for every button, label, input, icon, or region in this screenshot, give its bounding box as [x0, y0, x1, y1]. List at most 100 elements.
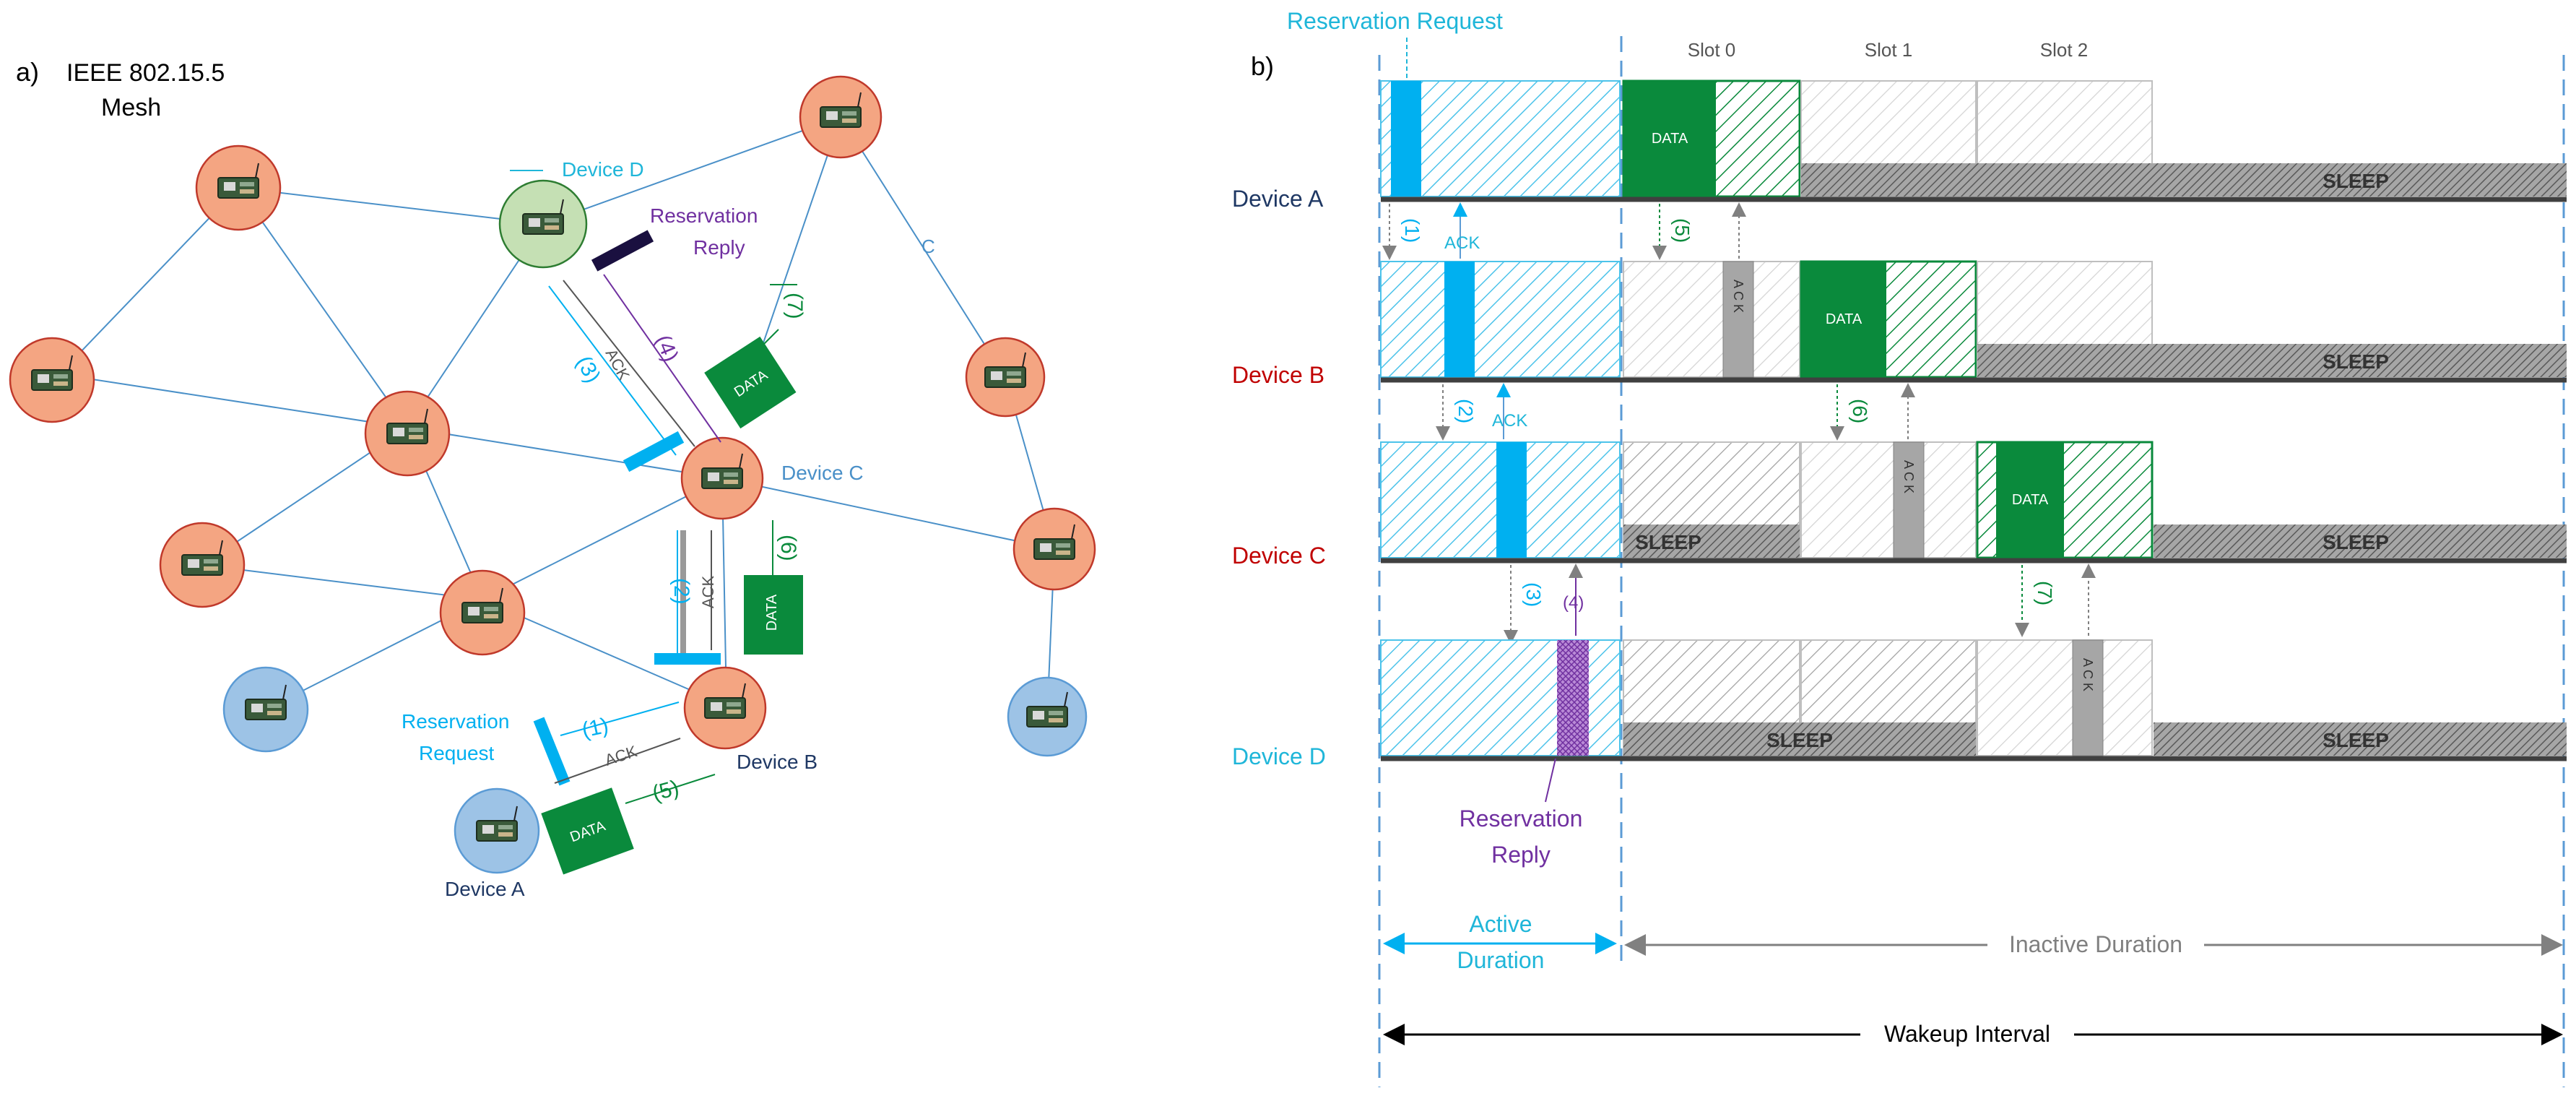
slot2-label: Slot 2	[2040, 39, 2089, 61]
device-c-label: Device C	[1232, 543, 1326, 569]
reservation-reply-line1: Reservation	[650, 204, 758, 227]
step1-label: (1)	[580, 714, 611, 743]
node-lower-right[interactable]	[1012, 507, 1096, 591]
step6-label: (6)	[776, 535, 800, 561]
step7-bottom-line	[750, 329, 779, 358]
step7-label: (7)	[783, 293, 807, 319]
device-c-sleep-bar-1	[1623, 524, 1800, 558]
device-a-sleep-bar	[1801, 163, 2567, 197]
step5-line	[625, 774, 716, 804]
ack-cd-line	[563, 280, 695, 447]
data-box-ba: DATA	[541, 787, 634, 875]
node-right[interactable]	[965, 337, 1046, 418]
node-left[interactable]	[9, 337, 95, 423]
node-center-left[interactable]	[364, 390, 451, 477]
active-duration-line1: Active	[1469, 911, 1532, 937]
step3-line	[548, 285, 677, 456]
panel-b-label: b)	[1251, 51, 1274, 81]
device-d-sleep-label-1: SLEEP	[1766, 729, 1833, 751]
data-box-cb-label: DATA	[764, 594, 780, 631]
node-device-c[interactable]	[680, 436, 764, 520]
b-reservation-reply-line2: Reply	[1491, 842, 1551, 868]
b-reservation-reply-line1: Reservation	[1460, 806, 1583, 832]
device-b-ack-block	[1722, 261, 1754, 378]
slot0-label: Slot 0	[1688, 39, 1736, 61]
device-c-sleep-label-2: SLEEP	[2323, 531, 2389, 553]
step1-bar	[533, 717, 571, 786]
step4-line	[603, 274, 721, 443]
ack-cb-label: ACK	[699, 575, 717, 608]
node-center-lower[interactable]	[439, 569, 526, 656]
data-box-cb	[744, 575, 803, 655]
device-a-row: DATA SLEEP Device A	[1232, 79, 2567, 212]
step5-label: (5)	[650, 776, 682, 806]
step2-label: (2)	[669, 578, 693, 605]
device-a-sleep-label: SLEEP	[2323, 170, 2389, 192]
step1-line	[560, 701, 680, 736]
mesh-nodes	[9, 75, 1096, 874]
device-a-request-bar	[1391, 81, 1421, 197]
data-box-cd: DATA	[704, 336, 797, 429]
ack-bc-label: ACK	[1492, 411, 1527, 431]
panel-a-label: a)	[16, 57, 39, 87]
node-device-b[interactable]	[683, 666, 767, 750]
node-blue-right[interactable]	[1007, 676, 1088, 757]
inactive-duration-label: Inactive Duration	[2009, 931, 2182, 957]
node-device-d[interactable]	[498, 179, 588, 269]
device-d-ack-label: A C K	[2081, 658, 2095, 691]
step2-bar	[654, 653, 721, 665]
device-d-row: SLEEP A C K SLEEP Device D	[1232, 639, 2567, 769]
device-c-sleep-bar-2	[2154, 524, 2567, 558]
ack-ab-label: ACK	[1444, 233, 1480, 253]
device-a-data-label: DATA	[1652, 131, 1688, 147]
ack-ba-label: ACK	[602, 742, 639, 769]
b-step7-label: (7)	[2034, 581, 2056, 605]
device-a-label: Device A	[445, 878, 525, 900]
reservation-request-line1: Reservation	[402, 710, 509, 733]
reservation-reply-line2: Reply	[693, 236, 745, 259]
wakeup-interval-label: Wakeup Interval	[1884, 1021, 2050, 1047]
node-lower-left[interactable]	[159, 522, 246, 608]
node-top-left[interactable]	[195, 144, 282, 231]
active-duration-line2: Duration	[1457, 947, 1545, 973]
b-step3-label: (3)	[1522, 582, 1545, 607]
node-device-a[interactable]	[454, 787, 540, 874]
device-b-label: Device B	[1232, 362, 1324, 388]
device-b-sleep-label: SLEEP	[2323, 350, 2389, 373]
reservation-request-header: Reservation Request	[1287, 8, 1503, 34]
device-b-ack-label: A C K	[1731, 280, 1745, 313]
device-c-data-label: DATA	[2012, 492, 2049, 508]
device-d-sleep-bar-1	[1623, 722, 1976, 756]
panel-a: a) IEEE 802.15.5 Mesh C	[9, 57, 1096, 900]
device-b-forward-bar	[1444, 262, 1475, 377]
b-step6-label: (6)	[1849, 399, 1871, 423]
device-d-label: Device D	[1232, 743, 1326, 769]
device-c-sleep-label-1: SLEEP	[1635, 531, 1701, 553]
device-b-data-block	[1801, 262, 1886, 377]
device-a-label: Device A	[1232, 186, 1324, 212]
device-b-row: A C K DATA SLEEP Device B	[1232, 260, 2567, 388]
b-step2-label: (2)	[1454, 399, 1477, 423]
device-b-sleep-bar	[1977, 344, 2567, 377]
reservation-reply-pointer	[1545, 758, 1556, 803]
device-d-sleep-bar-2	[2154, 722, 2567, 756]
step3-bar	[623, 431, 685, 472]
reservation-request-line2: Request	[419, 742, 495, 764]
device-c-ack-label: A C K	[1901, 460, 1916, 493]
device-c-row: SLEEP A C K DATA SLEEP Device C	[1232, 441, 2567, 569]
panel-b: b) Reservation Request Slot 0 Slot 1 Slo…	[1232, 8, 2567, 1087]
node-top-right[interactable]	[799, 75, 882, 159]
step3-label: (3)	[571, 352, 604, 387]
link-c-label: C	[921, 236, 935, 257]
node-blue-left[interactable]	[222, 666, 309, 753]
slot1-label: Slot 1	[1865, 39, 1913, 61]
b-step5-label: (5)	[1671, 218, 1694, 243]
step4-label: (4)	[651, 332, 682, 365]
reservation-reply-bar	[591, 230, 654, 272]
device-b-data-label: DATA	[1826, 311, 1862, 327]
device-c-data-block	[1996, 442, 2064, 558]
panel-a-subtitle: Mesh	[101, 94, 161, 121]
device-d-reply-bar	[1557, 640, 1589, 756]
b-step1-label: (1)	[1401, 218, 1423, 243]
